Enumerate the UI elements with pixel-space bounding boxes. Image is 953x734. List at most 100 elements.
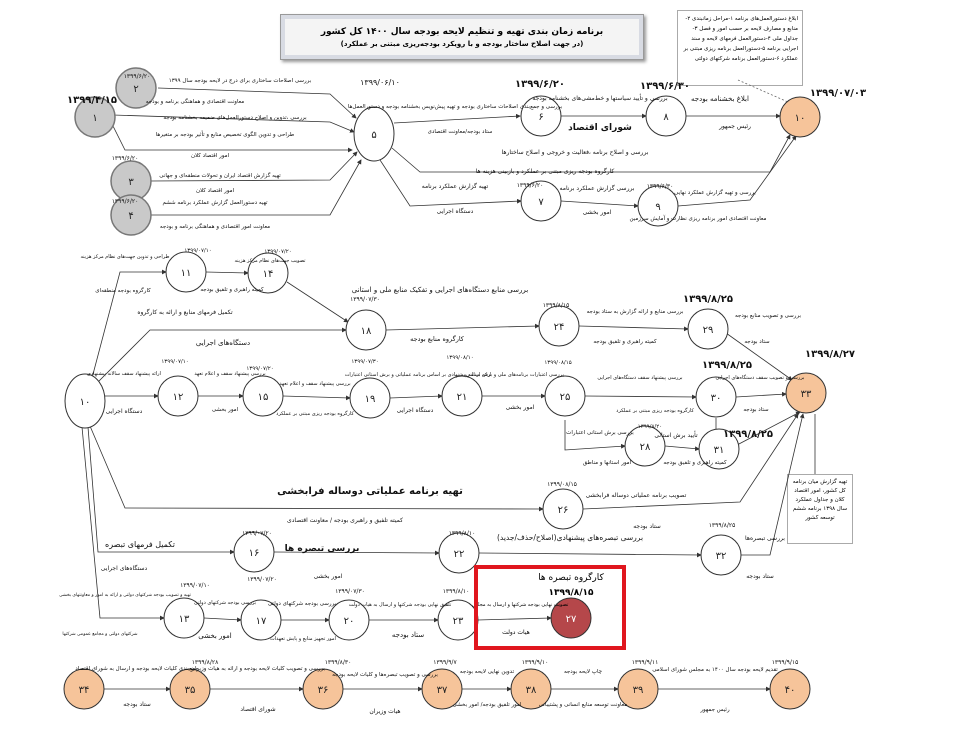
- node-circle: [163, 597, 205, 639]
- node-circle: [157, 375, 199, 417]
- activity-label: ستاد بودجه: [633, 523, 661, 530]
- activity-label: بررسی تبصره‌ها: [745, 535, 785, 542]
- node-number: ۹: [655, 202, 660, 213]
- node-number: ۳۲: [716, 551, 727, 562]
- date-label: ۱۳۹۹/۸/۲۵: [702, 360, 752, 371]
- edge-arrow: [560, 200, 639, 209]
- edge-arrow: [725, 332, 793, 381]
- activity-label: بررسی پیشنهاد سقف و اعلام تعهد: [194, 371, 265, 377]
- edge-arrow: [273, 550, 440, 556]
- activity-label: تأیید برش استانی: [654, 430, 698, 439]
- date-label: ۱۳۹۹/۸/۲۸: [192, 659, 219, 666]
- date-label: ۱۳۹۹/۸/۲۷: [805, 349, 855, 360]
- edge-arrow: [111, 123, 353, 153]
- node-number: ۱۴: [263, 269, 274, 280]
- node-number: ۳: [128, 177, 134, 188]
- highlight-actor: هیات دولت: [502, 629, 530, 636]
- node-circle: [328, 599, 370, 641]
- node-7: ۸: [645, 95, 687, 137]
- node-circle: [769, 668, 811, 710]
- edge-arrow: [735, 391, 787, 398]
- activity-label: بررسی تبصره ها: [285, 544, 360, 554]
- activity-label: چاپ لایحه بودجه: [564, 669, 602, 675]
- activity-label: تصویب جهت‌های نظام مرکز هزینه: [234, 258, 306, 264]
- note-connector: [737, 79, 789, 103]
- node-number: ۲۱: [457, 392, 468, 403]
- date-label: ۱۳۹۹/۹/۱۱: [632, 659, 659, 666]
- edge-arrow: [582, 413, 799, 510]
- activity-label: معاونت اقتصادی امور برنامه ریزی نظارت و …: [629, 215, 766, 222]
- node-number: ۱۳: [179, 614, 190, 625]
- activity-label: شرکتهای دولتی و مجامع عمومی شرکتها: [62, 631, 137, 637]
- node-32: ۲۰: [328, 599, 370, 641]
- activity-label: تلفیق نهایی بودجه شرکتها و ارسال به هیات…: [349, 602, 452, 608]
- activity-label: بررسی پیشنهاد سقف دستگاه‌های اجرایی: [597, 374, 682, 381]
- node-circle: [637, 185, 679, 227]
- activity-label: بررسی پیشنهاد سقف و اعلام تعهد: [279, 381, 350, 387]
- node-6: ۶: [520, 95, 562, 137]
- edge-arrow: [89, 425, 544, 512]
- node-24: ۲۸: [624, 425, 666, 467]
- date-label: ۱۳۹۹/۸/۱۵: [543, 302, 570, 309]
- date-label: ۱۳۹۹/۰۷/۱۰: [180, 582, 210, 589]
- edge-arrow: [379, 159, 522, 207]
- node-number: ۳۷: [437, 685, 448, 696]
- activity-label: کارگروه بودجه ریزی مبتنی بر عملکرد: [616, 407, 694, 414]
- edge-arrow: [91, 269, 167, 379]
- activity-label: بررسی و جمع‌بندی اصلاحات ساختاری بودجه و…: [348, 104, 563, 110]
- edge-arrow: [149, 151, 358, 182]
- edge-arrow: [81, 426, 165, 621]
- node-circle: [624, 425, 666, 467]
- activity-label: کمیته راهبری و تلفیق بودجه: [663, 459, 727, 466]
- activity-label: دستگاه‌های اجرایی: [101, 564, 148, 572]
- activity-label: کمیته راهبری و تلفیق بودجه: [200, 286, 264, 293]
- node-circle: [550, 597, 592, 639]
- node-35: ۳۴: [63, 668, 105, 710]
- date-label: ۱۳۹۹/۰۷/۱۰: [184, 248, 211, 254]
- activity-label: رئیس جمهور: [718, 123, 751, 130]
- activity-label: معاونت امور اقتصادی و هماهنگی برنامه و ب…: [160, 223, 270, 230]
- activity-label: ستاد بودجه: [743, 407, 769, 413]
- edge-arrow: [203, 617, 242, 623]
- node-circle: [115, 67, 157, 109]
- labels: ۱۳۹۹/۴/۱۵۱۳۹۹/۶/۲۰۱۳۹۹/۶/۲۰۱۳۹۹/۶/۲۰۱۳۹۹…: [59, 73, 866, 715]
- node-25: ۳۳: [785, 372, 827, 414]
- node-27: ۱۶: [233, 531, 275, 573]
- activity-label: طراحی و تدوین جهت‌های نظام مرکز هزینه: [80, 254, 169, 260]
- node-circle: [110, 194, 152, 236]
- date-label: ۱۳۹۹/۴/۱۵: [67, 95, 117, 106]
- node-number: ۶: [538, 112, 543, 123]
- node-circle: [247, 252, 289, 294]
- edge-arrow: [205, 270, 249, 276]
- date-label: ۱۳۹۹/۶/۲۰: [517, 182, 544, 189]
- edge-arrow: [389, 393, 443, 399]
- activity-label: ستاد بودجه: [123, 701, 151, 708]
- date-label: ۱۳۹۹/۸/۱۰: [449, 530, 476, 537]
- activity-label: امور اقتصاد کلان: [196, 187, 235, 194]
- activity-label: بررسی و اصلاح برنامه ،فعالیت و خروجی و ا…: [502, 149, 649, 156]
- date-label: ۱۳۹۹/۸/۳۰: [325, 659, 352, 666]
- node-circle: [302, 668, 344, 710]
- node-37: ۳۶: [302, 668, 344, 710]
- activity-label: کارگروه منابع بودجه: [410, 335, 465, 343]
- node-17: ۱۲: [157, 375, 199, 417]
- activity-label: رئیس جمهور: [699, 707, 730, 713]
- node-number: ۱۹: [365, 394, 376, 405]
- edge-arrow: [150, 159, 362, 216]
- node-circle: [438, 532, 480, 574]
- activity-label: بررسی و تأیید سیاستها و خط‌مشی‌های بخشنا…: [532, 93, 668, 102]
- node-circle: [349, 377, 391, 419]
- activity-label: دستگاه‌های اجرایی: [196, 338, 250, 347]
- node-2: ۲: [115, 67, 157, 109]
- node-23: ۳۱: [698, 428, 740, 470]
- node-circle: [240, 599, 282, 641]
- node-11: ۱۰: [64, 373, 106, 429]
- edge-arrow: [477, 615, 552, 621]
- node-13: ۱۴: [247, 252, 289, 294]
- activity-label: تصویب برنامه عملیاتی دوساله فرابخشی: [586, 492, 687, 499]
- node-circle: [544, 375, 586, 417]
- node-number: ۲۳: [453, 616, 464, 627]
- date-label: ۱۳۹۹/۰۸/۱۵: [544, 360, 571, 366]
- node-circle: [63, 668, 105, 710]
